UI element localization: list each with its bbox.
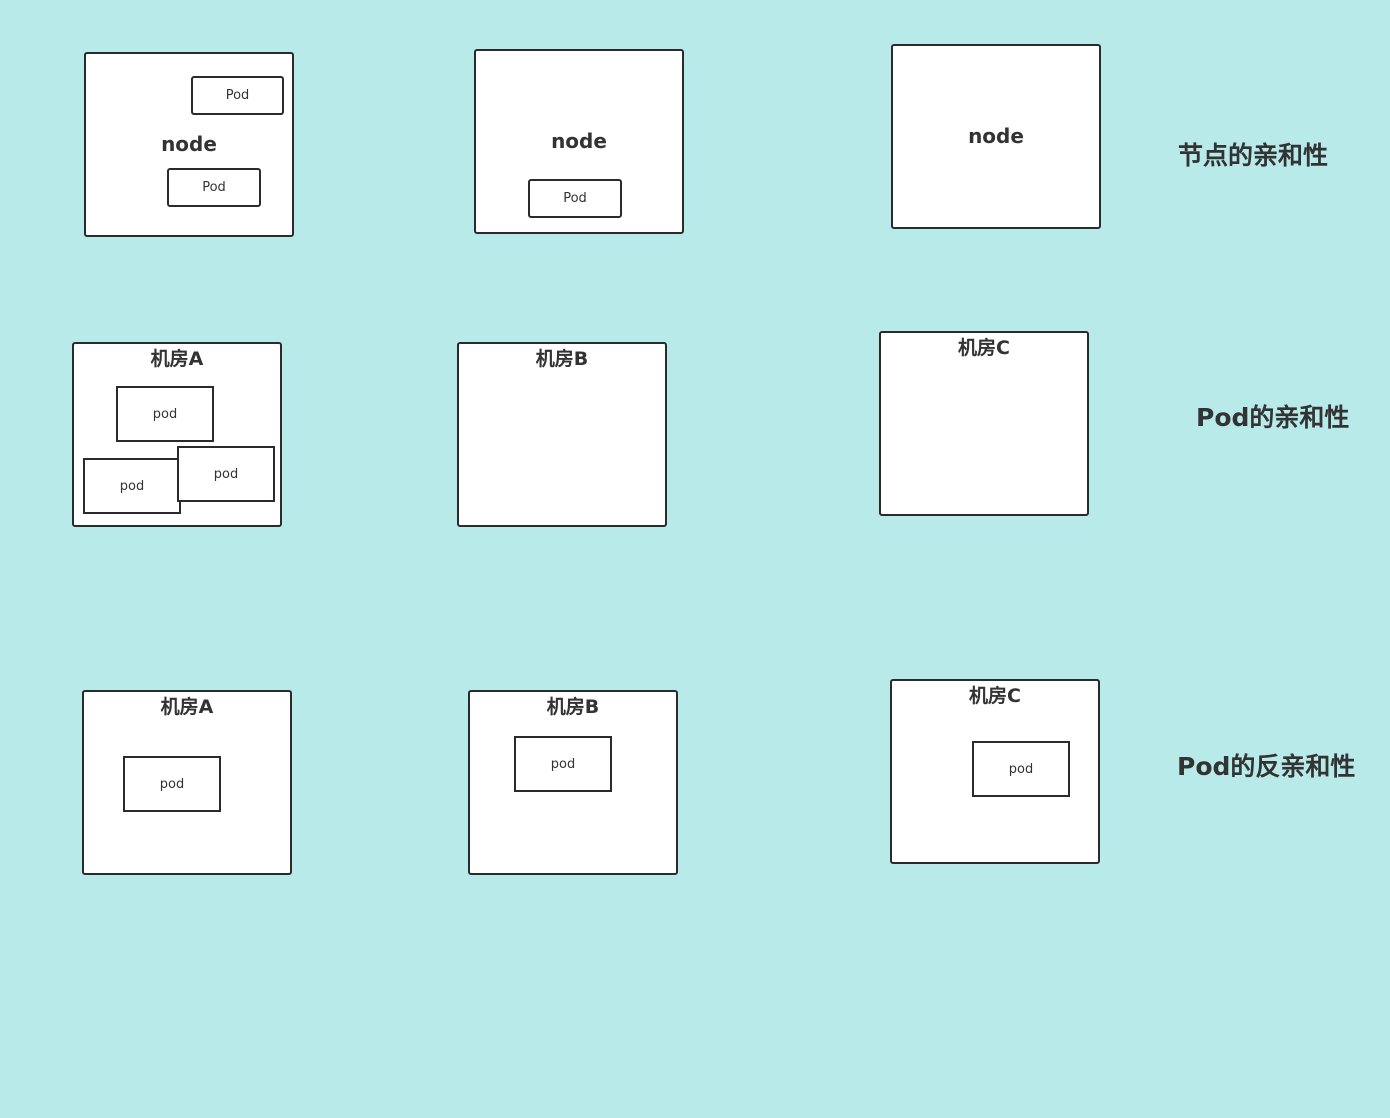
pod-label: pod — [119, 478, 145, 494]
room-box-c: 机房C pod — [890, 679, 1100, 864]
node-label: node — [968, 124, 1024, 148]
row-label-node-affinity: 节点的亲和性 — [1178, 141, 1329, 170]
pod-box: pod — [514, 736, 612, 792]
pod-label: Pod — [202, 180, 226, 195]
node-label: node — [551, 129, 607, 153]
pod-label: pod — [1008, 761, 1034, 777]
node-label: node — [161, 132, 217, 156]
pod-label: Pod — [225, 88, 250, 103]
pod-label: pod — [213, 466, 239, 482]
pod-label: pod — [550, 756, 576, 772]
room-label: 机房C — [969, 685, 1021, 707]
pod-label: pod — [152, 406, 178, 422]
row-label-pod-affinity: Pod的亲和性 — [1196, 403, 1350, 432]
pod-label: pod — [159, 776, 185, 792]
pod-box: Pod — [191, 76, 284, 115]
pod-box: Pod — [528, 179, 622, 218]
room-label: 机房C — [958, 337, 1010, 359]
room-box-a: 机房A pod — [82, 690, 292, 875]
room-label: 机房A — [160, 696, 214, 718]
room-box-c: 机房C — [879, 331, 1089, 516]
pod-box: pod — [123, 756, 221, 812]
pod-box: Pod — [167, 168, 261, 207]
row-label-pod-anti-affinity: Pod的反亲和性 — [1177, 752, 1356, 781]
room-label: 机房A — [150, 348, 204, 370]
room-box-b: 机房B — [457, 342, 667, 527]
pod-label: Pod — [563, 191, 587, 206]
pod-box: pod — [83, 458, 181, 514]
node-box-1: Pod node Pod — [84, 52, 294, 237]
node-box-3: node — [891, 44, 1101, 229]
pod-box: pod — [177, 446, 275, 502]
room-box-a: 机房A pod pod pod — [72, 342, 282, 527]
pod-box: pod — [972, 741, 1070, 797]
node-box-2: node Pod — [474, 49, 684, 234]
room-box-b: 机房B pod — [468, 690, 678, 875]
pod-box: pod — [116, 386, 214, 442]
room-label: 机房B — [546, 696, 600, 718]
room-label: 机房B — [535, 348, 589, 370]
